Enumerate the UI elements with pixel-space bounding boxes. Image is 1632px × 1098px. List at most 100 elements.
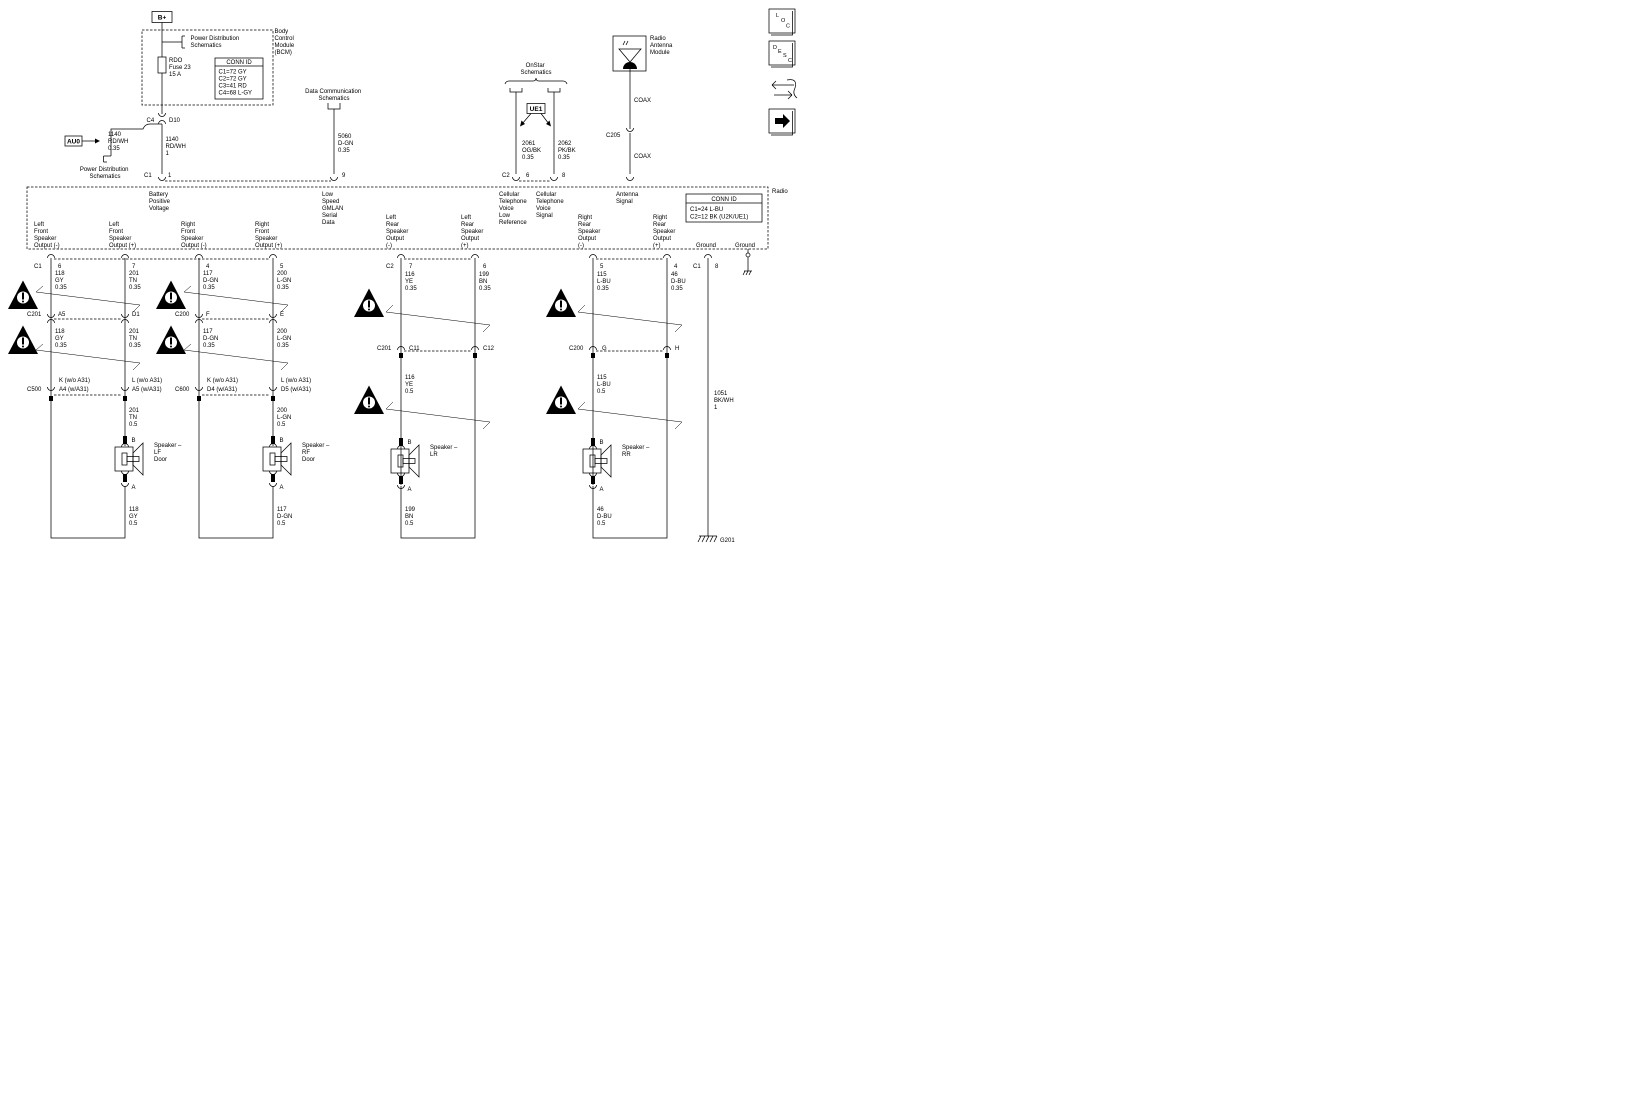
svg-text:B: B [408,440,412,446]
rr-wires [592,258,668,539]
wire-2061-label: 2061 OG/BK 0.35 [522,141,543,161]
svg-text:C: C [786,24,790,30]
c200-rear-label: C200 [569,346,584,352]
pin-d1: D1 [132,312,140,318]
connector-arrows-icon[interactable] [771,79,798,100]
radio-box [26,186,769,250]
c500-label: C500 [27,387,42,393]
ground-label-1: Ground [696,243,716,249]
c205-label: C205 [606,133,621,139]
bcm-box [141,29,274,106]
pin-f: F [206,312,210,318]
pin-e: E [280,312,284,318]
pin-c12: C12 [483,346,495,352]
data-comm-label: Data Communication Schematics [305,89,363,102]
pin-label: 5 [600,264,604,270]
c201-label: C201 [27,312,42,318]
g201-ground-icon [697,535,718,543]
pin-g: G [602,346,607,352]
g201-label: G201 [720,538,735,544]
wire-2062-label: 2062 PK/BK 0.35 [558,141,577,161]
loc-icon[interactable]: L O C [768,8,796,36]
ground-terminal [745,252,751,258]
c200-label: C200 [175,312,190,318]
c201-rear-label: C201 [377,346,392,352]
twisted-pair-shields [35,285,683,430]
wiring-schematic: B+ Body Control Module (BCM) Power Distr… [7,8,798,544]
lf-wires [50,258,126,539]
bcm-conn-title: CONN ID [226,60,252,66]
wire-au0-label: 1140 RD/WH 0.35 [108,132,130,152]
antenna-module-label: Radio Antenna Module [650,36,674,56]
pin-label: 6 [58,264,62,270]
wire-dc-label: 5060 D-GN 0.35 [338,134,355,154]
svg-text:B: B [600,440,604,446]
c600-k-pins: K (w/o A31)D4 (w/A31) [207,378,238,393]
c2-top-label: C2 [502,173,510,179]
next-arrow-icon[interactable] [768,108,796,136]
ue1-box [526,103,546,114]
c2-bottom-label: C2 [386,264,394,270]
chassis-ground-icon [742,257,752,276]
fuse-symbol [157,56,167,74]
svg-text:C: C [788,58,792,64]
c600-label: C600 [175,387,190,393]
svg-text:D: D [773,45,777,51]
fuse-label: RDO Fuse 23 15 A [169,58,192,78]
svg-text:E: E [778,49,782,55]
svg-text:L: L [776,13,779,19]
wire-batt-label: 1140 RD/WH 1 [166,137,188,157]
c500-l-pins: L (w/o A31)A5 (w/A31) [132,378,162,393]
desc-icon[interactable]: D E S C [768,40,796,68]
c500-k-pins: K (w/o A31)A4 (w/A31) [59,378,90,393]
pin-label: 8 [715,264,719,270]
coax-label-2: COAX [634,154,651,160]
radio-bottom-connectors [47,254,712,259]
pin-label: 7 [132,264,136,270]
pin-label: 5 [280,264,284,270]
d10-label: D10 [169,118,181,124]
lr-wires [400,258,476,539]
svg-text:A: A [132,485,136,491]
ue1-label: UE1 [530,106,543,113]
bcm-label: Body Control Module (BCM) [275,29,296,56]
pin-c11: C11 [409,346,420,352]
bcm-conn-id-box [214,57,264,100]
au0-label: AU0 [67,139,80,146]
c1-ground-label: C1 [693,264,701,270]
onstar-label: OnStar Schematics [520,63,551,76]
svg-text:A: A [408,487,412,493]
svg-text:B: B [132,438,136,444]
b-plus-label: B+ [158,15,167,22]
svg-text:S: S [783,53,787,59]
